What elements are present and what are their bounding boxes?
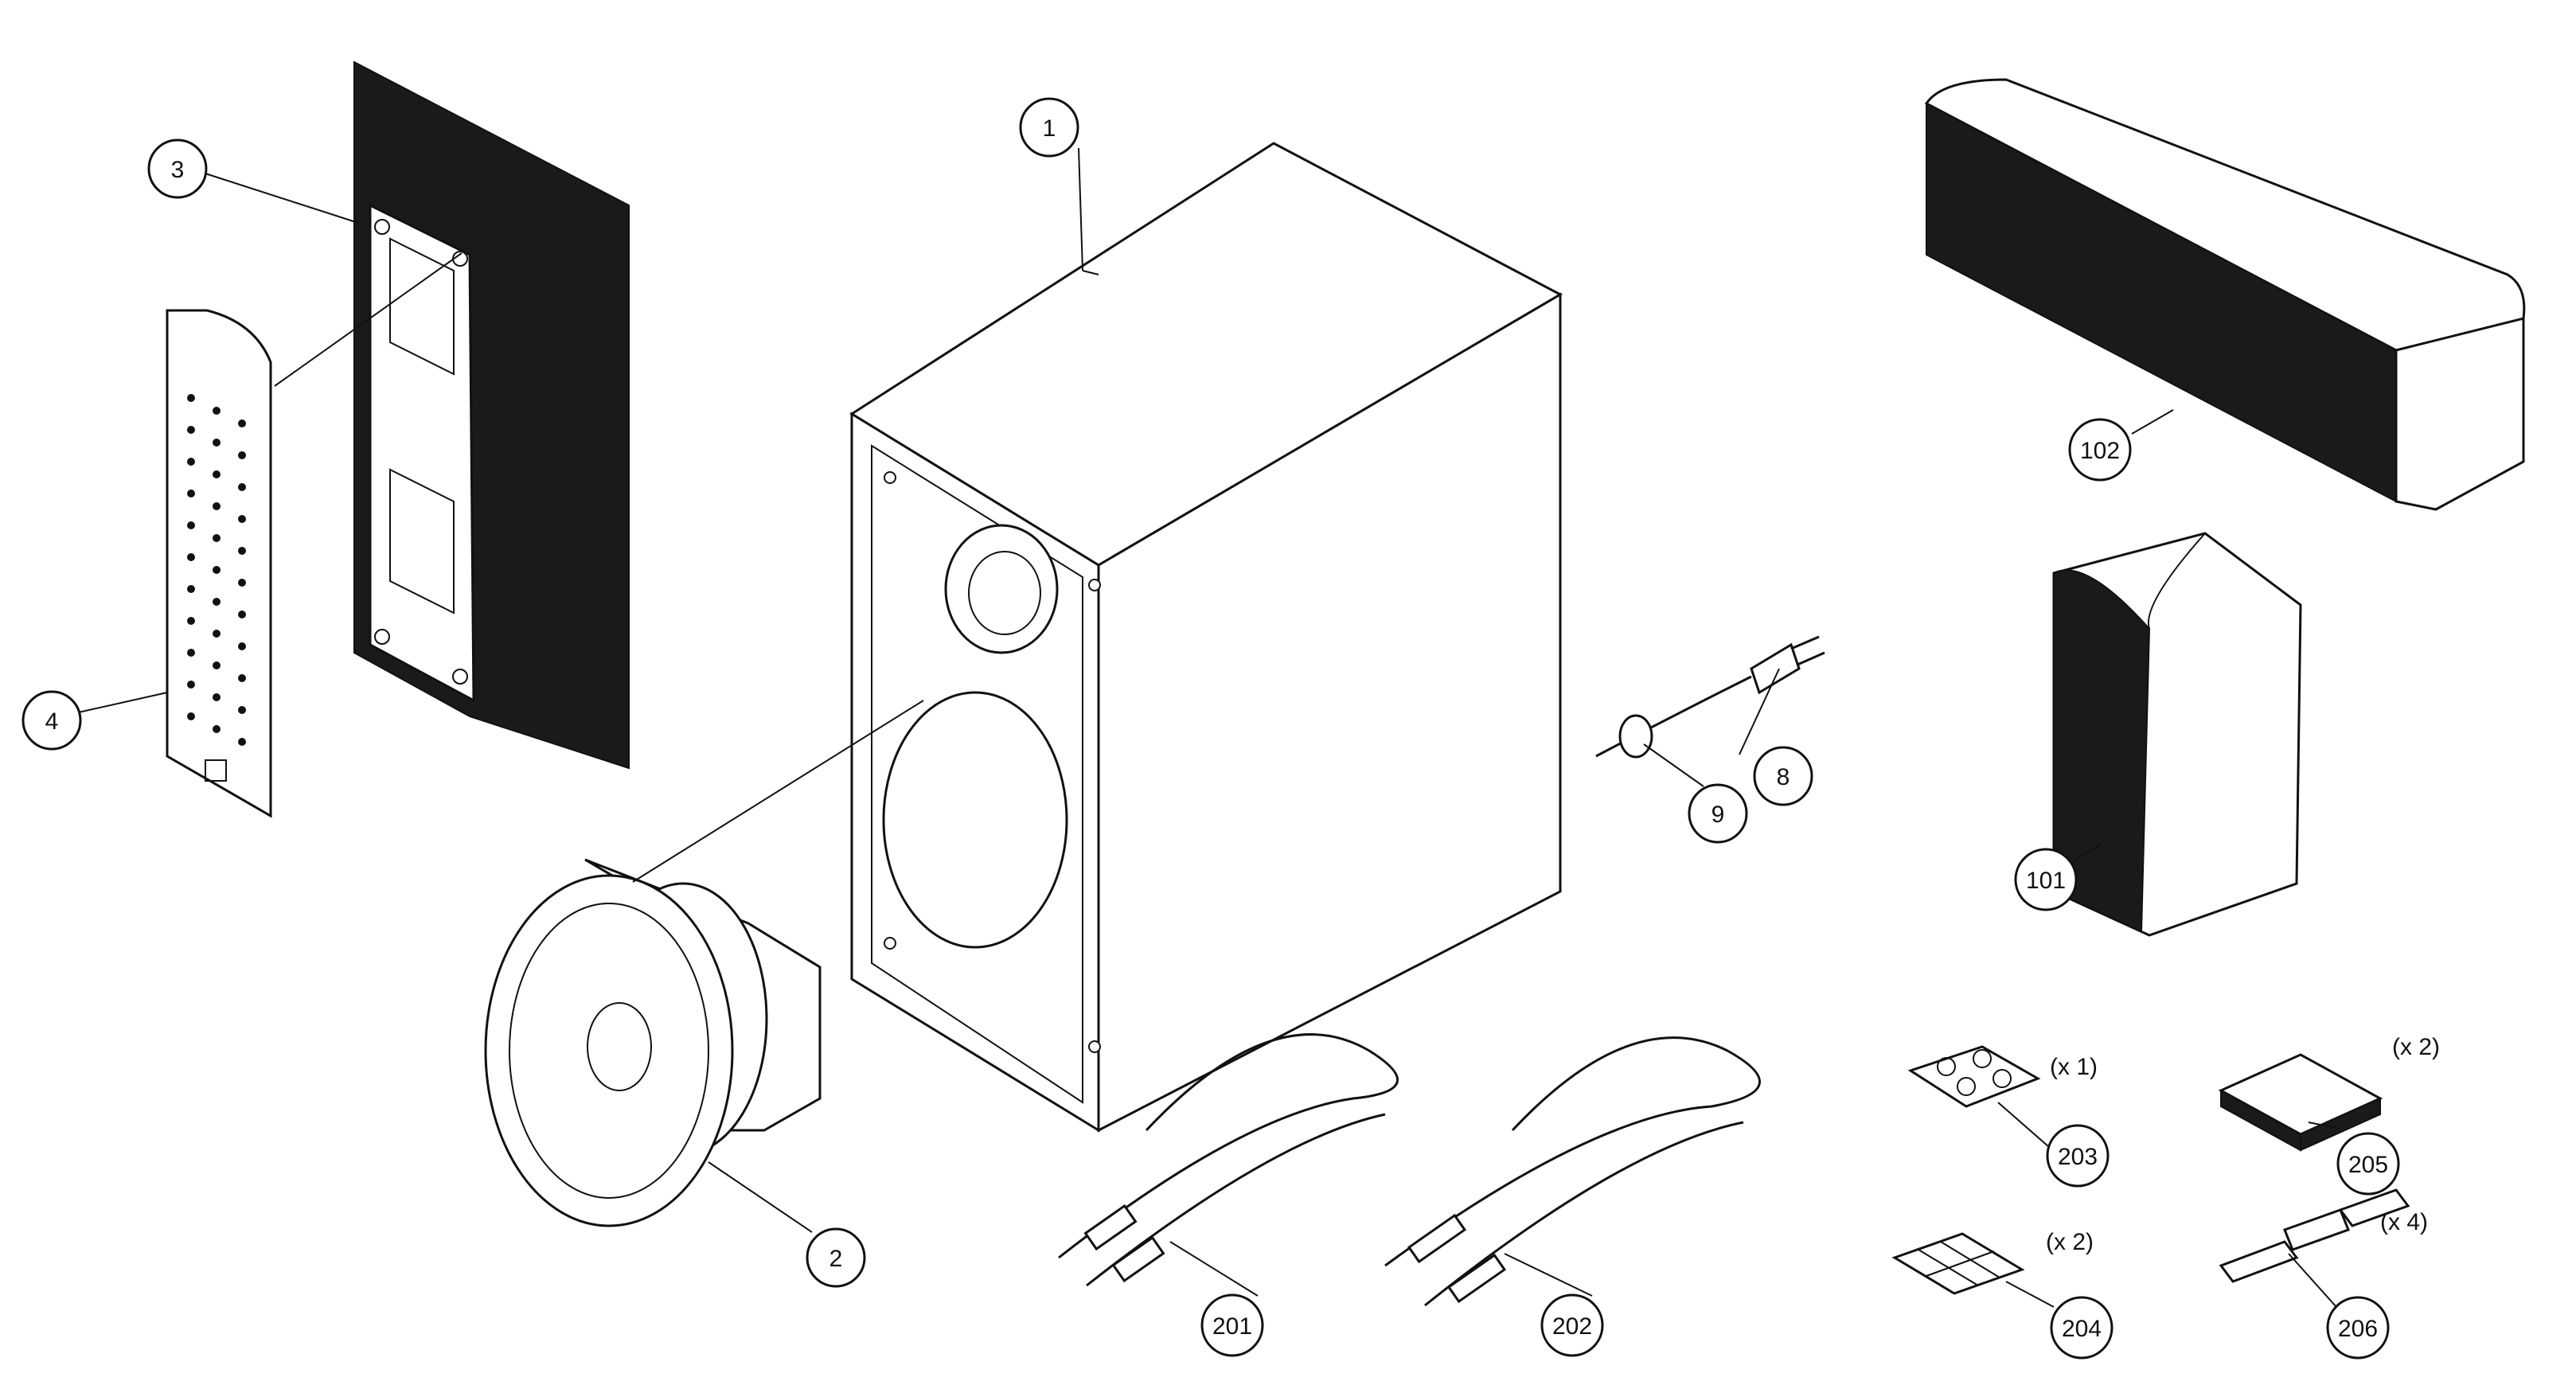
callout-206: 206 bbox=[2326, 1296, 2390, 1360]
callout-2-label: 2 bbox=[829, 1246, 843, 1272]
callout-205-label: 205 bbox=[2348, 1152, 2388, 1178]
callout-3: 3 bbox=[147, 138, 208, 199]
callout-102: 102 bbox=[2068, 418, 2132, 482]
callout-204-label: 204 bbox=[2062, 1316, 2102, 1342]
grille-hole bbox=[213, 725, 221, 733]
callout-9: 9 bbox=[1688, 783, 1748, 844]
callout-203: 203 bbox=[2046, 1124, 2110, 1188]
quantity-205: (x 2) bbox=[2392, 1034, 2440, 1060]
grille-hole bbox=[238, 451, 246, 459]
callout-202-label: 202 bbox=[1552, 1313, 1592, 1340]
rca-cable bbox=[1058, 1033, 1399, 1287]
callout-3-label: 3 bbox=[171, 157, 185, 183]
callout-202: 202 bbox=[1540, 1293, 1604, 1357]
mounting-bracket bbox=[2219, 1188, 2410, 1283]
grille-hole bbox=[187, 394, 195, 402]
grille-hole bbox=[187, 426, 195, 434]
mini-jack-cable bbox=[1384, 1036, 1761, 1307]
grille-hole bbox=[187, 681, 195, 689]
quantity-206: (x 4) bbox=[2380, 1209, 2428, 1235]
quantity-203: (x 1) bbox=[2050, 1054, 2098, 1080]
grille-hole bbox=[238, 515, 246, 523]
grille-hole bbox=[213, 470, 221, 478]
grille-hole bbox=[238, 483, 246, 491]
callout-204: 204 bbox=[2050, 1296, 2113, 1360]
grille-hole bbox=[187, 585, 195, 593]
power-cord bbox=[1595, 635, 1825, 759]
callout-201: 201 bbox=[1200, 1293, 1264, 1357]
grille-hole bbox=[213, 534, 221, 542]
callout-9-label: 9 bbox=[1711, 802, 1725, 828]
callout-203-label: 203 bbox=[2058, 1144, 2098, 1170]
grille-perforations bbox=[187, 394, 246, 746]
grille-hole bbox=[187, 617, 195, 625]
grille-hole bbox=[187, 553, 195, 561]
callout-206-label: 206 bbox=[2338, 1316, 2378, 1342]
grille-hole bbox=[213, 693, 221, 701]
grille-hole bbox=[238, 611, 246, 618]
woofer-driver bbox=[484, 858, 822, 1227]
grille-hole bbox=[187, 458, 195, 466]
front-grille bbox=[166, 309, 272, 818]
callout-4-label: 4 bbox=[45, 708, 59, 735]
callout-101-label: 101 bbox=[2026, 868, 2066, 894]
grille-hole bbox=[238, 419, 246, 427]
quantity-204: (x 2) bbox=[2046, 1229, 2094, 1255]
grille-hole bbox=[238, 547, 246, 555]
center-speaker bbox=[1924, 78, 2526, 511]
callout-101: 101 bbox=[2014, 848, 2078, 911]
callout-2: 2 bbox=[806, 1227, 866, 1288]
grille-hole bbox=[238, 579, 246, 587]
grille-hole bbox=[213, 439, 221, 447]
grille-hole bbox=[238, 738, 246, 746]
grille-hole bbox=[238, 642, 246, 650]
satellite-speaker bbox=[2052, 532, 2302, 937]
grille-hole bbox=[187, 521, 195, 529]
callout-201-label: 201 bbox=[1212, 1313, 1252, 1340]
foot-pad-sheet bbox=[1907, 1045, 2041, 1108]
callout-8-label: 8 bbox=[1777, 764, 1790, 790]
callout-205: 205 bbox=[2336, 1132, 2400, 1196]
grille-hole bbox=[238, 706, 246, 714]
callout-8: 8 bbox=[1753, 746, 1813, 806]
grille-hole bbox=[213, 502, 221, 510]
grille-hole bbox=[213, 566, 221, 574]
callout-1: 1 bbox=[1019, 97, 1079, 158]
grille-hole bbox=[187, 490, 195, 497]
grille-hole bbox=[213, 598, 221, 606]
grille-hole bbox=[187, 649, 195, 657]
grille-hole bbox=[187, 712, 195, 720]
grille-hole bbox=[213, 407, 221, 415]
pad-strip-sheet bbox=[1891, 1232, 2025, 1295]
grille-hole bbox=[213, 630, 221, 638]
tweeter-baffle-panel bbox=[353, 60, 630, 770]
grille-hole bbox=[238, 674, 246, 682]
callout-1-label: 1 bbox=[1043, 115, 1056, 142]
callout-4: 4 bbox=[21, 690, 82, 751]
foam-pad bbox=[2218, 1053, 2383, 1152]
speaker-cabinet bbox=[849, 142, 1563, 1133]
leader-lines bbox=[67, 147, 2341, 1308]
callout-102-label: 102 bbox=[2080, 438, 2120, 464]
grille-hole bbox=[213, 661, 221, 669]
